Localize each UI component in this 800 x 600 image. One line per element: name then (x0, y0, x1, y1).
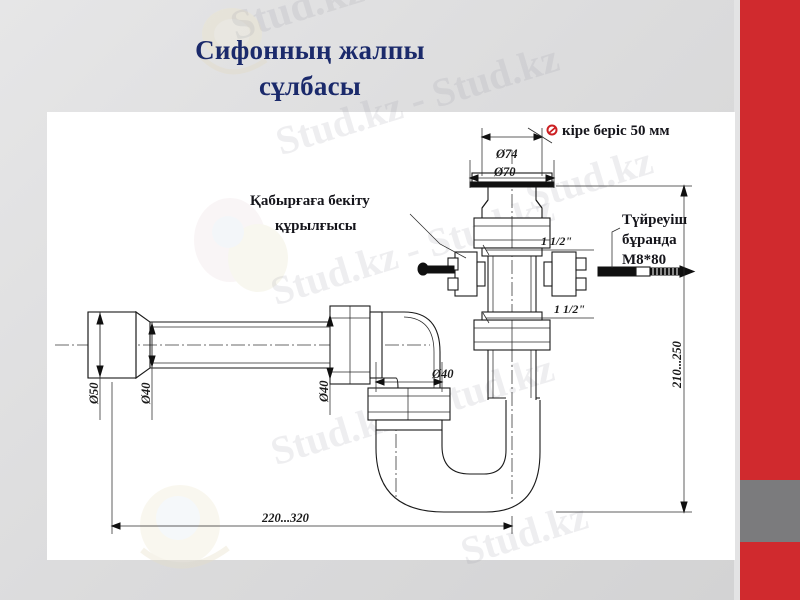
dimension-o40-outlet: Ø40 (374, 362, 454, 392)
callout-pin-screw-line2: бұранда (622, 232, 677, 248)
callout-wall-mount-line1: Қабырғаға бекіту (250, 193, 370, 209)
accent-bar-gray (740, 480, 800, 542)
dimension-o40-outlet-label: Ø40 (431, 367, 454, 381)
wall-mount-bolt (417, 262, 455, 276)
page-title-line1: Сифонның жалпы (195, 35, 425, 65)
dimension-o70: Ø70 (468, 160, 556, 188)
callout-inlet-label: кіре беріс 50 мм (562, 123, 670, 139)
drawing-panel (47, 112, 735, 560)
inlet-marker-icon (546, 124, 558, 136)
dimension-o74: Ø74 (480, 128, 544, 176)
u-bend-trap (375, 400, 541, 513)
dimension-length-label: 220...320 (261, 511, 310, 525)
dimension-o50: Ø50 (87, 312, 104, 420)
wall-mount-bracket (447, 251, 486, 297)
callout-wall-mount-line2: құрылғысы (275, 218, 357, 234)
dimension-o70-label: Ø70 (493, 165, 516, 179)
page-title-line2: сұлбасы (258, 71, 362, 102)
callout-pin-screw: Түйреуіш бұранда M8*80 (611, 212, 687, 268)
right-bracket-block (543, 251, 587, 297)
dimension-length: 220...320 (110, 382, 514, 534)
trap-riser-nut (367, 387, 451, 431)
thread-label-lower: 1 1/2" (482, 302, 594, 324)
dimension-o40-left-label: Ø40 (139, 382, 153, 405)
dimension-height: 210...250 (556, 184, 692, 514)
callout-pin-screw-line3: M8*80 (622, 252, 666, 268)
thread-label-upper: 1 1/2" (482, 234, 594, 256)
callout-wall-mount: Қабырғаға бекіту құрылғысы (250, 193, 467, 259)
thread-label-upper-text: 1 1/2" (541, 234, 572, 248)
outlet-vertical-assembly (469, 172, 555, 400)
dimension-height-label: 210...250 (670, 340, 684, 389)
dimension-o40-mid: Ø40 (317, 312, 334, 415)
dimension-o40-left: Ø40 (139, 322, 156, 420)
accent-bar-gap (734, 0, 740, 600)
callout-inlet: кіре беріс 50 мм (527, 123, 670, 144)
elbow-90deg (382, 311, 441, 400)
inlet-compression-nut (329, 305, 383, 385)
inlet-pipe-assembly (87, 310, 330, 380)
page-title: Сифонның жалпы сұлбасы (120, 32, 500, 105)
inlet-socket-o50 (87, 311, 137, 379)
thread-label-lower-text: 1 1/2" (554, 302, 585, 316)
outlet-flange-gasket (469, 181, 555, 188)
dimension-o40-mid-label: Ø40 (317, 380, 331, 403)
callout-pin-screw-line1: Түйреуіш (622, 212, 687, 228)
dimension-o50-label: Ø50 (87, 382, 101, 405)
pin-screw-m8x80 (597, 265, 696, 278)
dimension-o74-label: Ø74 (495, 147, 518, 161)
